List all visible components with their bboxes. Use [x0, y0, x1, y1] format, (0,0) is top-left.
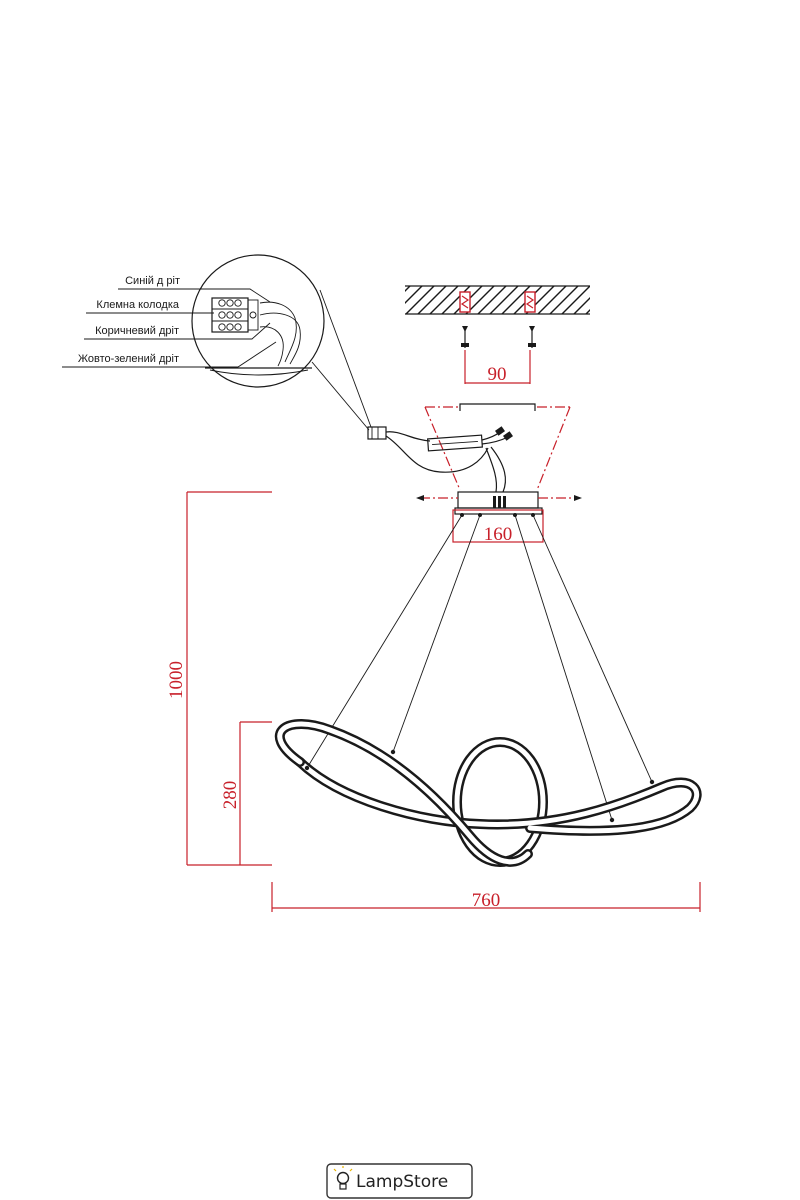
brand-logo: LampStore — [326, 1163, 473, 1199]
canopy-top — [459, 403, 536, 411]
label-blue-wire: Синій д ріт — [125, 275, 180, 287]
led-ring — [274, 719, 702, 867]
dimension-total-height: 1000 — [166, 491, 272, 866]
leader-blue-wire — [118, 288, 271, 303]
dimension-ring-width: 760 — [271, 882, 701, 912]
callout-line-top — [319, 289, 372, 428]
canopy-outline-left — [424, 406, 461, 491]
screws — [461, 326, 536, 348]
wire-connector — [367, 426, 387, 440]
wiring-detail: Синій д ріт Клемна колодка Коричневий др… — [62, 254, 372, 431]
label-brown-wire: Коричневий дріт — [95, 325, 179, 337]
led-driver — [427, 434, 483, 452]
mount-plate — [454, 507, 543, 515]
dim-280: 280 — [220, 781, 241, 810]
suspension-cables — [306, 514, 653, 821]
dim-160: 160 — [484, 524, 513, 545]
lightbulb-icon — [333, 1166, 353, 1190]
canopy-assembly — [367, 403, 582, 517]
detail-circle — [191, 254, 325, 388]
dim-90: 90 — [488, 364, 507, 385]
cable-4 — [532, 514, 653, 783]
logo-text: LampStore — [356, 1172, 448, 1192]
label-ground-wire: Жовто-зелений дріт — [78, 353, 179, 365]
detail-cup — [209, 369, 309, 376]
dimension-mount-spacing: 90 — [464, 350, 531, 385]
callout-line-bottom — [311, 361, 370, 431]
dim-1000: 1000 — [166, 661, 187, 699]
dim-760: 760 — [472, 890, 501, 911]
cable-3 — [514, 514, 613, 821]
dimension-canopy-width: 160 — [452, 509, 544, 545]
canopy-outline-right — [536, 406, 571, 491]
ceiling — [405, 285, 590, 315]
label-terminal-block: Клемна колодка — [96, 299, 179, 311]
leader-brown-wire — [84, 322, 271, 340]
dimension-ring-height: 280 — [220, 721, 272, 865]
terminal-block-drawing — [211, 297, 259, 333]
ceiling-hatch — [405, 286, 590, 314]
cable-2 — [392, 514, 481, 753]
leader-ground-wire — [62, 341, 277, 368]
detail-wires — [259, 301, 301, 367]
